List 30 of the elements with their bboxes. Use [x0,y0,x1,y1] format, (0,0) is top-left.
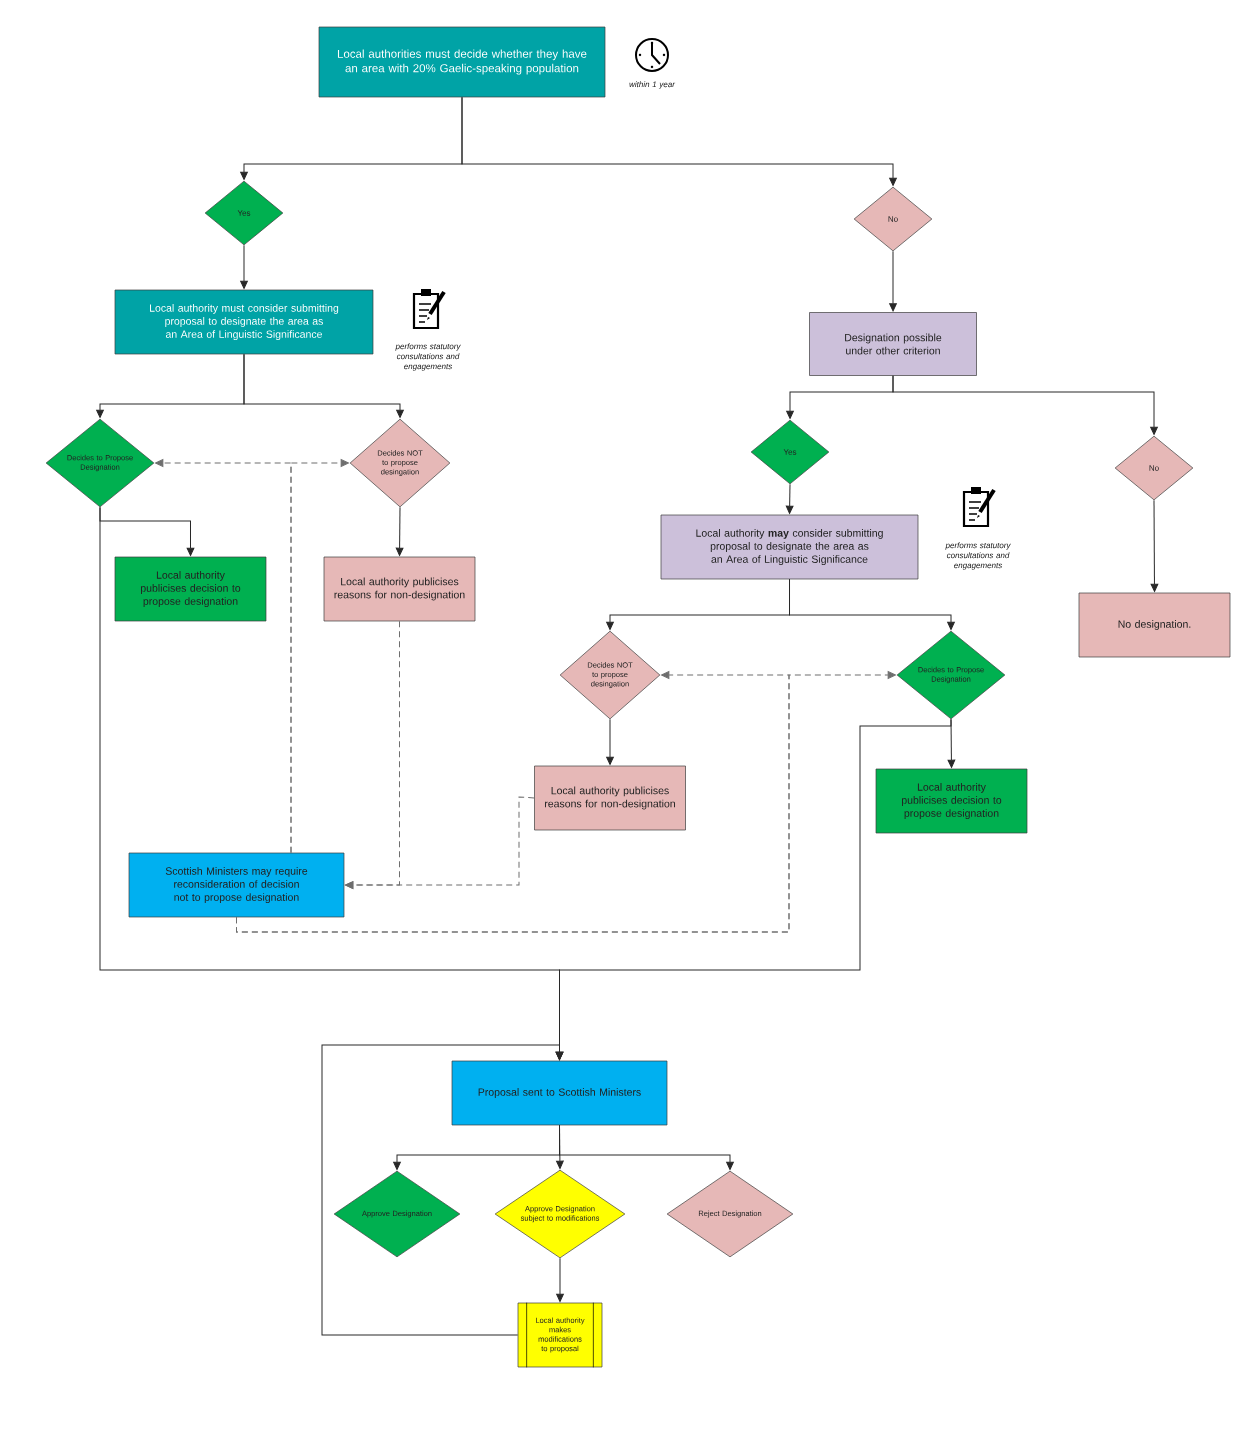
arrow [461,96,897,186]
arrow [240,244,248,289]
arrow [321,1044,564,1336]
arrow [889,250,897,312]
process-box: Local authority publicises decision to propose designation [875,768,1028,834]
process-box: Local authority must consider submitting proposal to designate the area as an Area of Linguistic Significance [114,289,374,355]
process-box: Designation possible under other criterion [809,312,977,376]
arrow [789,578,955,630]
process-box: Local authority may consider submitting proposal to designate the area as an Area of Linguistic Significance [660,514,919,580]
arrow [892,375,1158,435]
arrow [559,1124,734,1170]
note-text: performs statutory consultations and engagements [945,542,1011,570]
arrow [395,506,404,556]
process-box: No designation. [1078,592,1231,658]
process-box: Proposal sent to Scottish Ministers [451,1060,668,1126]
process-box: Local authority publicises reasons for non-designation [323,556,476,622]
arrow [290,459,349,854]
note-text: performs statutory consultations and engagements [395,343,461,371]
note-text: within 1 year [629,81,676,89]
process-box: Local authorities must decide whether they have an area with 20% Gaelic-speaking population [318,26,606,98]
process-box: Local authority publicises reasons for non-designation [534,765,686,831]
arrow [243,353,404,418]
process-box: Scottish Ministers may require reconsideration of decision not to propose designation [128,852,345,918]
process-box: Local authority publicises decision to propose designation [114,556,267,622]
arrow [785,483,794,514]
arrow [1150,499,1159,592]
arrow [236,671,896,933]
arrow [556,1257,564,1302]
arrow [345,796,535,889]
arrow [606,718,614,765]
